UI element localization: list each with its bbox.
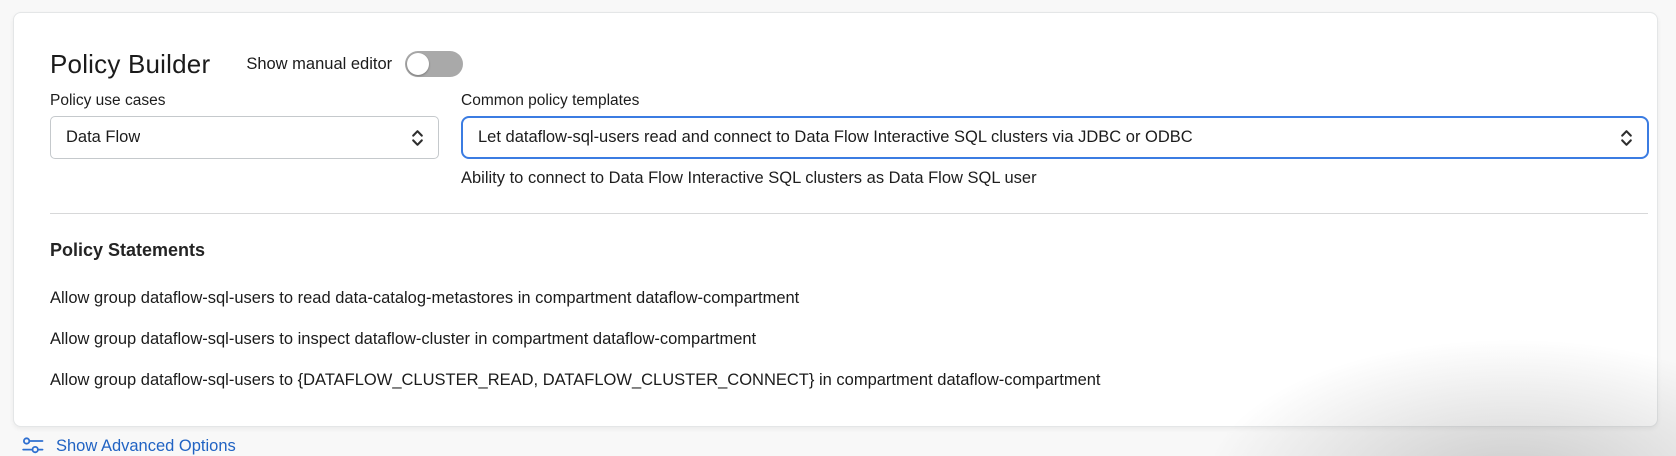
chevron-up-down-icon bbox=[411, 128, 424, 148]
policy-use-cases-select[interactable]: Data Flow bbox=[50, 116, 439, 159]
common-policy-templates-value: Let dataflow-sql-users read and connect … bbox=[478, 128, 1193, 146]
policy-use-cases-field: Policy use cases Data Flow bbox=[50, 92, 439, 159]
policy-use-cases-label: Policy use cases bbox=[50, 92, 166, 109]
section-divider bbox=[50, 213, 1648, 214]
toggle-knob bbox=[407, 53, 430, 75]
common-policy-templates-select[interactable]: Let dataflow-sql-users read and connect … bbox=[461, 116, 1649, 159]
policy-statements-list: Allow group dataflow-sql-users to read d… bbox=[50, 289, 1610, 412]
common-policy-templates-label: Common policy templates bbox=[461, 92, 640, 109]
policy-builder-card: Policy Builder Show manual editor Policy… bbox=[13, 12, 1658, 427]
manual-editor-toggle-label: Show manual editor bbox=[246, 54, 393, 73]
page-title: Policy Builder bbox=[50, 48, 211, 79]
template-description: Ability to connect to Data Flow Interact… bbox=[461, 169, 1037, 187]
policy-statement: Allow group dataflow-sql-users to inspec… bbox=[50, 330, 757, 348]
chevron-up-down-icon bbox=[1620, 128, 1633, 148]
manual-editor-toggle[interactable] bbox=[405, 51, 464, 77]
policy-statement: Allow group dataflow-sql-users to read d… bbox=[50, 289, 800, 307]
policy-statements-heading: Policy Statements bbox=[50, 240, 206, 260]
sliders-icon bbox=[22, 436, 44, 456]
show-advanced-options-label: Show Advanced Options bbox=[56, 437, 236, 455]
title-row: Policy Builder Show manual editor bbox=[50, 48, 464, 79]
policy-statement: Allow group dataflow-sql-users to {DATAF… bbox=[50, 371, 1101, 389]
show-advanced-options-link[interactable]: Show Advanced Options bbox=[22, 436, 236, 456]
policy-use-cases-value: Data Flow bbox=[66, 128, 141, 146]
common-policy-templates-field: Common policy templates Let dataflow-sql… bbox=[461, 92, 1649, 188]
